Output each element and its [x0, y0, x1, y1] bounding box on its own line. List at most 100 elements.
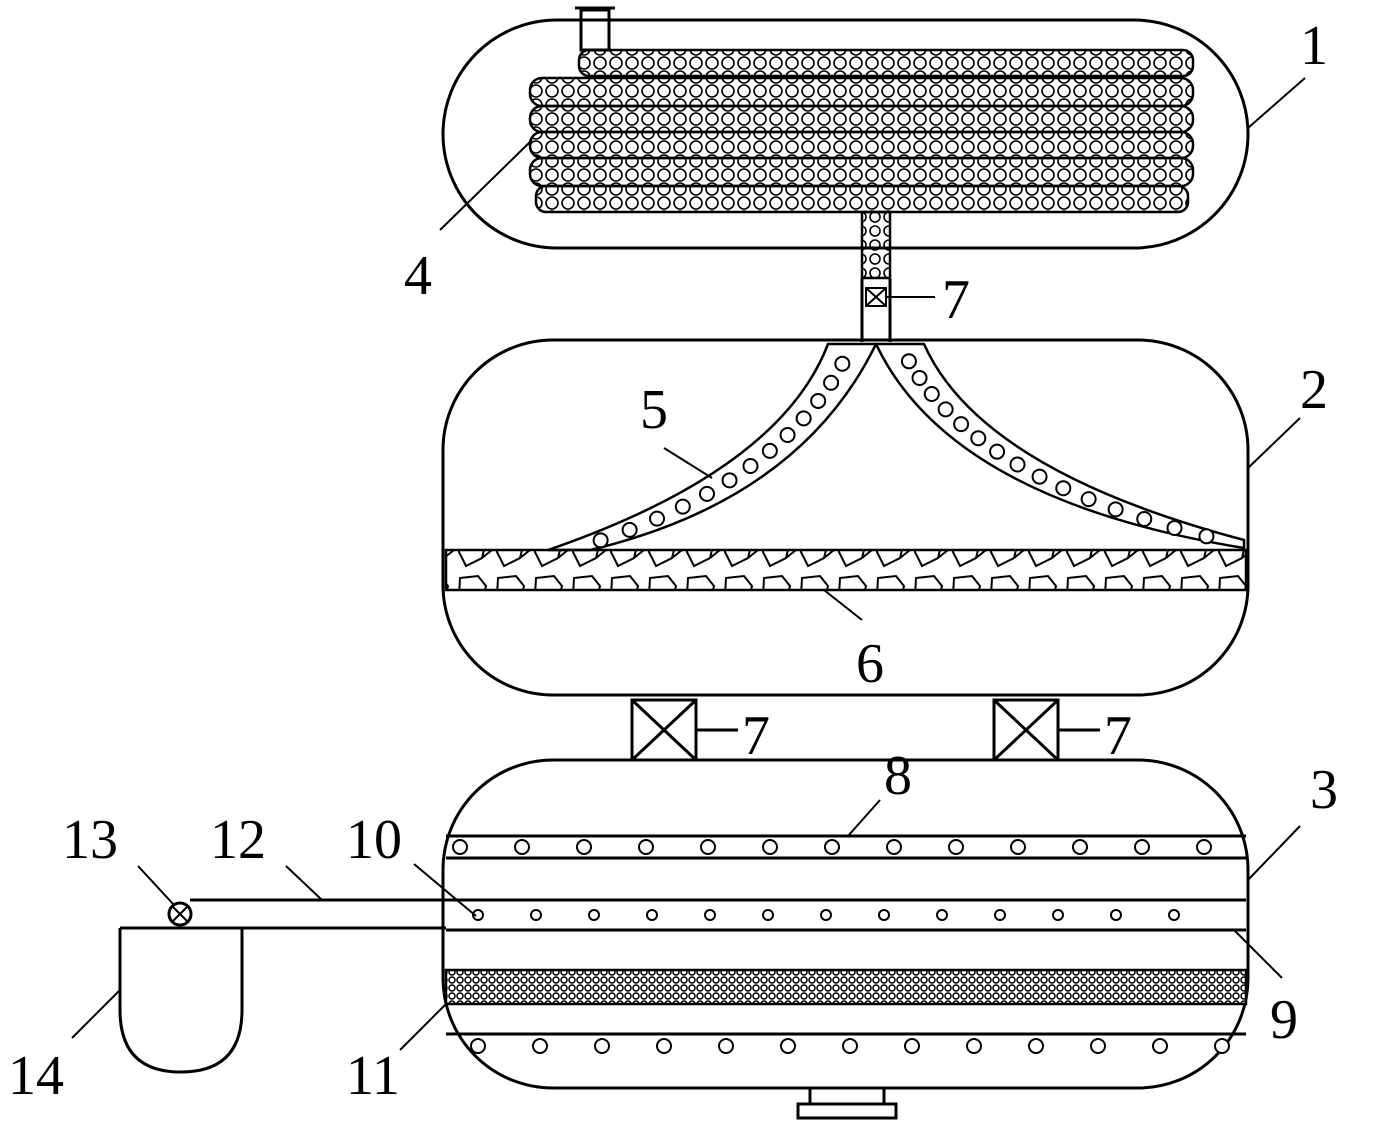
bead [994, 909, 1006, 921]
bead [923, 385, 940, 402]
bead [937, 401, 954, 418]
bead [1152, 1038, 1168, 1054]
bead [878, 909, 890, 921]
bead [886, 839, 902, 855]
bead [588, 909, 600, 921]
bottom-layer [446, 1032, 1246, 1054]
bead [742, 458, 759, 474]
label-14: 14 [8, 1045, 64, 1107]
bead [1009, 456, 1026, 473]
label-2: 2 [1300, 359, 1328, 421]
bead [698, 485, 715, 502]
bead [1168, 909, 1180, 921]
label-11: 11 [346, 1045, 400, 1107]
leader-lines [71, 77, 1306, 1051]
bead [718, 1038, 734, 1054]
bead [820, 909, 832, 921]
bead [621, 521, 638, 538]
curved-distributor-5 [547, 342, 1246, 552]
bead [532, 1038, 548, 1054]
bead [936, 909, 948, 921]
bead [762, 839, 778, 855]
bead [762, 909, 774, 921]
bead [1198, 528, 1215, 545]
label-7-left: 7 [742, 705, 770, 767]
label-9: 9 [1270, 989, 1298, 1051]
bead [656, 1038, 672, 1054]
valve-right [992, 698, 1100, 762]
label-13: 13 [62, 809, 118, 871]
bead [1028, 1038, 1044, 1054]
bead [824, 839, 840, 855]
bead [1055, 480, 1072, 497]
bead [592, 532, 609, 549]
bead [970, 430, 987, 447]
bead [1052, 909, 1064, 921]
bead [1110, 909, 1122, 921]
bead [1166, 519, 1183, 536]
pipe-1-2 [860, 278, 935, 342]
bead [1090, 1038, 1106, 1054]
bead [700, 839, 716, 855]
bottom-outlet [796, 1086, 898, 1120]
layer-8 [446, 834, 1246, 860]
bead [530, 909, 542, 921]
bead [953, 416, 970, 433]
bead [1134, 839, 1150, 855]
bead [810, 392, 827, 409]
bead [452, 839, 468, 855]
bead [649, 510, 666, 527]
bead [911, 369, 928, 386]
bead [638, 839, 654, 855]
label-10: 10 [346, 809, 402, 871]
bead [674, 498, 691, 515]
bead [1031, 468, 1048, 485]
bead [989, 443, 1006, 460]
bead [1214, 1038, 1230, 1054]
bead [948, 839, 964, 855]
label-5: 5 [640, 379, 668, 441]
bead [1080, 491, 1097, 508]
valve-left [630, 698, 738, 762]
bead [1196, 839, 1212, 855]
honeycomb-packing-4 [528, 48, 1195, 280]
bead [470, 1038, 486, 1054]
label-3: 3 [1310, 759, 1338, 821]
part-labels: 1 4 7 2 5 6 7 7 8 3 10 12 13 9 11 14 [8, 15, 1338, 1107]
label-1: 1 [1300, 15, 1328, 77]
bead [795, 410, 812, 427]
label-7-right: 7 [1104, 705, 1132, 767]
bead [779, 427, 796, 444]
label-8: 8 [884, 745, 912, 807]
bead [1107, 501, 1124, 518]
bead [576, 839, 592, 855]
packing-layer-6 [444, 548, 1248, 592]
bead [823, 374, 840, 391]
bead [721, 472, 738, 489]
bead [646, 909, 658, 921]
bead [780, 1038, 796, 1054]
tank-3 [441, 758, 1250, 1120]
collector-14 [118, 928, 244, 1074]
label-12: 12 [210, 809, 266, 871]
bead [1072, 839, 1088, 855]
label-6: 6 [856, 633, 884, 695]
bead [966, 1038, 982, 1054]
layer-9 [446, 898, 1246, 932]
bead [594, 1038, 610, 1054]
label-4: 4 [404, 245, 432, 307]
label-7-top: 7 [942, 269, 970, 331]
tank-1 [441, 6, 1250, 280]
tank-2 [441, 338, 1250, 697]
bead [834, 355, 851, 372]
bead [904, 1038, 920, 1054]
bead [761, 442, 778, 459]
bead [1010, 839, 1026, 855]
bead [472, 909, 484, 921]
bead [704, 909, 716, 921]
bead [842, 1038, 858, 1054]
dense-layer-11 [444, 968, 1248, 1006]
side-pipe-12 [120, 898, 446, 930]
bead [900, 353, 917, 370]
